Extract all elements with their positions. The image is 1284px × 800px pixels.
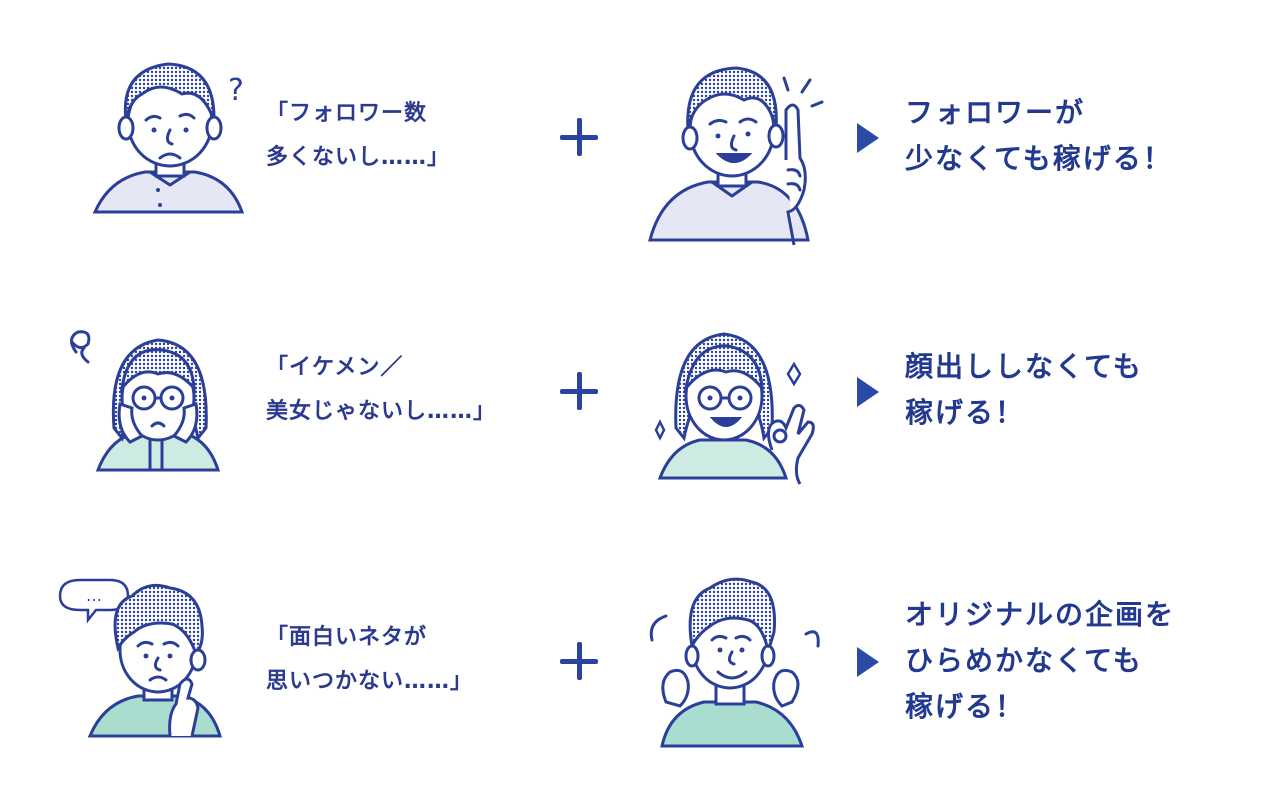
- thought-bubble-text: …: [86, 586, 102, 605]
- result-ideas: オリジナルの企画を ひらめかなくても 稼げる！: [905, 598, 1176, 723]
- result-followers: フォロワーが 少なくても稼げる！: [905, 96, 1173, 175]
- quote-looks: 「イケメン／ 美女じゃないし……」: [266, 355, 497, 424]
- confident-man-illustration: [648, 50, 824, 250]
- result-looks: 顔出ししなくても 稼げる！: [905, 350, 1143, 429]
- cheering-man-illustration: [644, 570, 824, 750]
- happy-woman-illustration: [638, 318, 828, 488]
- question-mark-icon: ?: [228, 73, 244, 108]
- quote-ideas: 「面白いネタが 思いつかない……」: [266, 625, 474, 694]
- arrow-right-icon: [857, 647, 879, 677]
- worried-woman-illustration: [58, 318, 228, 478]
- row-looks: 「イケメン／ 美女じゃないし……」 顔出ししなくても 稼げる！: [0, 300, 1284, 550]
- worried-man-illustration: ?: [90, 50, 250, 220]
- thinking-man-illustration: …: [52, 574, 232, 744]
- plus-icon: [560, 372, 600, 412]
- row-followers: ? 「フォロワー数 多くないし……」 フォロワーが 少なくても稼げる！: [0, 30, 1284, 280]
- plus-icon: [560, 642, 600, 682]
- plus-icon: [560, 118, 600, 158]
- quote-followers: 「フォロワー数 多くないし……」: [266, 101, 451, 170]
- row-ideas: … 「面白いネタが 思いつかない……」: [0, 550, 1284, 800]
- arrow-right-icon: [857, 123, 879, 153]
- arrow-right-icon: [857, 377, 879, 407]
